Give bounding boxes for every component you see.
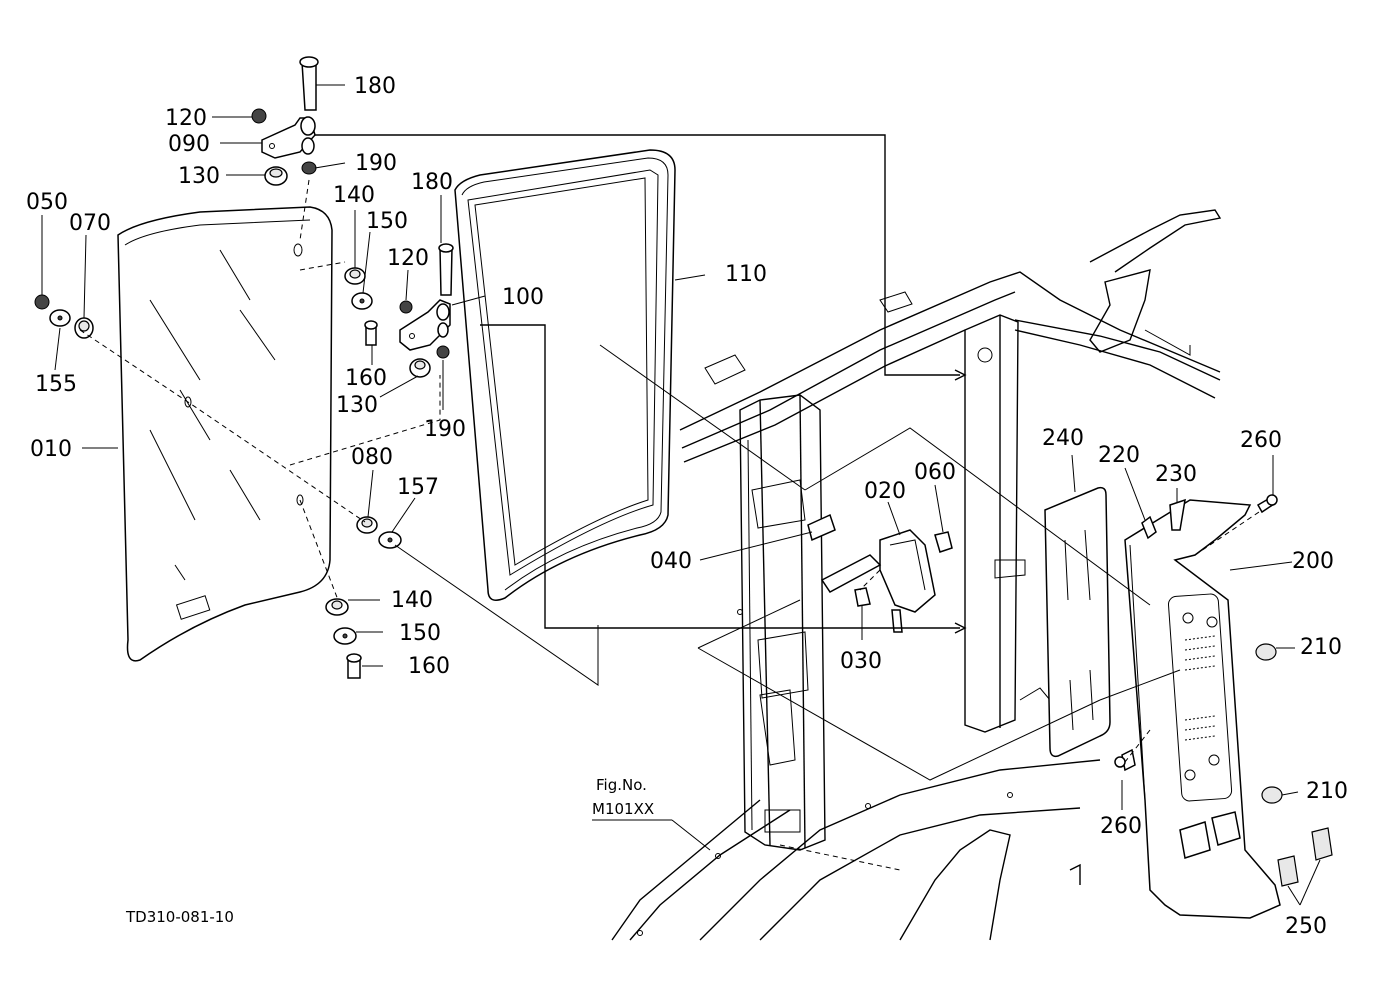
pillar-trim-cover [1114,494,1333,919]
label-157: 157 [397,475,439,500]
label-160-bottom: 160 [408,654,450,679]
label-070: 070 [69,211,111,236]
label-180-top: 180 [354,74,396,99]
label-100: 100 [502,285,544,310]
label-180-mid: 180 [411,170,453,195]
label-240: 240 [1042,426,1084,451]
label-200: 200 [1292,549,1334,574]
figure-number-value: M101XX [592,800,654,818]
label-230: 230 [1155,462,1197,487]
label-220: 220 [1098,443,1140,468]
label-040: 040 [650,549,692,574]
label-090: 090 [168,132,210,157]
label-210-top: 210 [1300,635,1342,660]
door-frame [454,149,676,601]
cab-frame [611,209,1222,941]
label-020: 020 [864,479,906,504]
label-140-bottom: 140 [391,588,433,613]
label-130-mid: 130 [336,393,378,418]
leader-lines [41,84,1321,906]
label-150-top: 150 [366,209,408,234]
rear-window-strip [1044,486,1111,758]
upper-hinge-parts [251,56,454,378]
label-155: 155 [35,372,77,397]
label-030: 030 [840,649,882,674]
label-190-top: 190 [355,151,397,176]
label-120-mid: 120 [387,246,429,271]
label-250: 250 [1285,914,1327,939]
drawing-code: TD310-081-10 [125,908,234,926]
door-glass-panel [117,206,333,662]
label-210-bottom: 210 [1306,779,1348,804]
lower-hardware [325,516,402,679]
label-190-mid: 190 [424,417,466,442]
label-120-top: 120 [165,106,207,131]
label-130-top: 130 [178,164,220,189]
label-160-top: 160 [345,366,387,391]
label-260-top: 260 [1240,428,1282,453]
label-010: 010 [30,437,72,462]
part-number-labels: 180 120 090 190 130 180 050 070 140 150 … [26,74,1348,939]
label-140-top: 140 [333,183,375,208]
label-080: 080 [351,445,393,470]
label-060: 060 [914,460,956,485]
label-260-bottom: 260 [1100,814,1142,839]
label-150-bottom: 150 [399,621,441,646]
label-110: 110 [725,262,767,287]
label-050: 050 [26,190,68,215]
figure-number-label: Fig.No. [596,776,647,794]
door-latch-assembly [807,513,953,633]
left-hardware [34,294,94,339]
